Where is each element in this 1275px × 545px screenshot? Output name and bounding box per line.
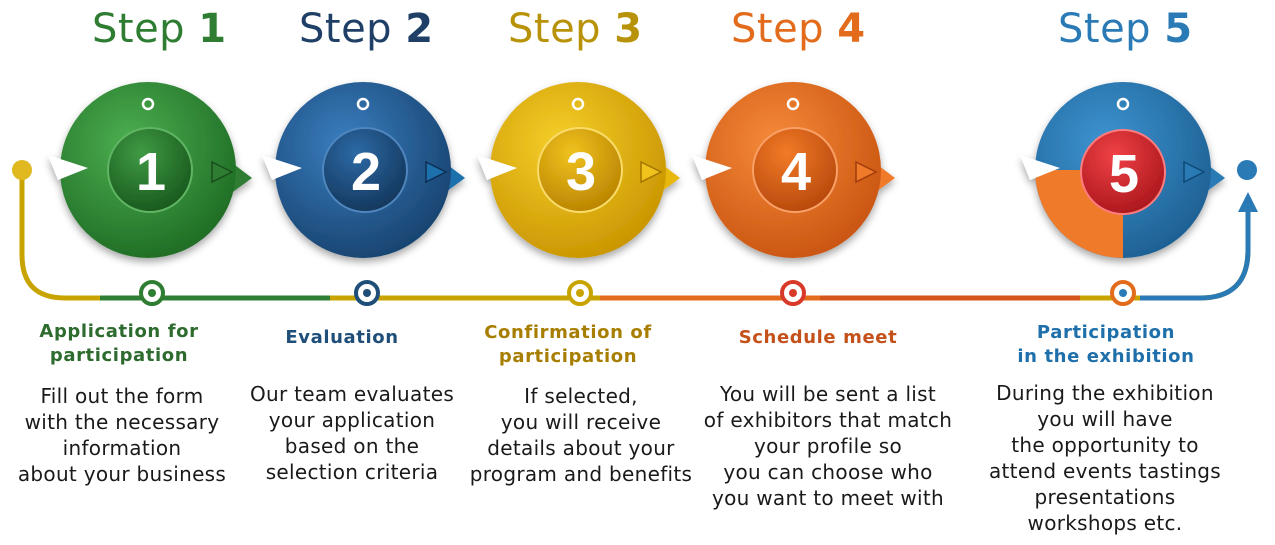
step-1-description-line: about your business	[17, 462, 227, 486]
step-3-heading: Step 3	[508, 6, 643, 52]
step-5-number: 5	[1164, 6, 1193, 52]
step-4-number: 4	[837, 6, 866, 52]
step-2-heading: Step 2	[299, 6, 434, 52]
step-3-description: If selected, you will receive details ab…	[461, 383, 701, 487]
step-4-description-line: You will be sent a list	[719, 382, 937, 406]
step-3-description-line: If selected,	[524, 384, 638, 408]
step-1-number: 1	[198, 6, 227, 52]
step-2-badge	[262, 82, 465, 258]
step-5-description: During the exhibition you will have the …	[975, 380, 1235, 536]
step-2-word: Step	[299, 6, 393, 52]
step-5-word: Step	[1058, 6, 1152, 52]
step-4-heading: Step 4	[731, 6, 866, 52]
timeline-knob-5	[1110, 280, 1136, 306]
step-3-word: Step	[508, 6, 602, 52]
step-1-word: Step	[92, 6, 186, 52]
step-5-badge	[1020, 82, 1225, 258]
step-1-title-line: Application for	[39, 321, 199, 342]
step-3-description-line: program and benefits	[469, 462, 693, 486]
step-5-description-line: you will have	[1037, 407, 1173, 431]
step-4-badge	[692, 82, 895, 258]
step-3-circle-number: 3	[566, 142, 596, 202]
step-3-description-line: details about your	[487, 436, 675, 460]
step-5-description-line: During the exhibition	[996, 381, 1214, 405]
step-3-title: Confirmation of participation	[468, 321, 668, 369]
step-3-title-line: participation	[498, 346, 638, 367]
step-2-description: Our team evaluates your application base…	[232, 381, 472, 485]
step-2-title-line: Evaluation	[285, 327, 399, 348]
step-1-title-line: participation	[49, 345, 189, 366]
step-5-description-line: workshops etc.	[1027, 511, 1183, 535]
step-2-title: Evaluation	[242, 326, 442, 350]
step-1-description-line: with the necessary	[24, 410, 220, 434]
step-5-title-line: Participation	[1036, 322, 1176, 343]
step-1-title: Application for participation	[19, 320, 219, 368]
step-5-description-line: presentations	[1034, 485, 1176, 509]
step-2-description-line: selection criteria	[265, 460, 439, 484]
step-5-title-line: in the exhibition	[1017, 346, 1195, 367]
step-5-circle-number: 5	[1109, 144, 1139, 204]
step-2-description-line: your application	[268, 408, 436, 432]
step-1-badge	[48, 82, 252, 258]
timeline-knob-4	[780, 280, 806, 306]
end-dot	[1237, 160, 1257, 180]
step-3-title-line: Confirmation of	[484, 322, 652, 343]
timeline-knob-1	[139, 280, 165, 306]
step-2-circle-number: 2	[351, 142, 381, 202]
timeline-segment-blue	[1140, 210, 1251, 301]
step-4-description-line: your profile so	[753, 434, 902, 458]
start-dot	[12, 160, 32, 180]
step-4-description-line: you want to meet with	[711, 486, 945, 510]
step-4-title-line: Schedule meet	[738, 327, 898, 348]
step-1-description-line: information	[62, 436, 182, 460]
step-5-description-line: the opportunity to	[1011, 433, 1199, 457]
step-4-description: You will be sent a list of exhibitors th…	[693, 381, 963, 511]
step-5-heading: Step 5	[1058, 6, 1193, 52]
step-2-number: 2	[405, 6, 434, 52]
timeline-knob-3	[567, 280, 593, 306]
step-1-heading: Step 1	[92, 6, 227, 52]
end-arrow-icon	[1238, 192, 1258, 212]
step-1-circle-number: 1	[136, 142, 166, 202]
step-3-badge	[477, 82, 680, 258]
step-1-description-line: Fill out the form	[40, 384, 204, 408]
step-5-title: Participation in the exhibition	[1006, 321, 1206, 369]
step-4-circle-number: 4	[781, 142, 811, 202]
timeline-knob-2	[354, 280, 380, 306]
step-4-description-line: you can choose who	[723, 460, 933, 484]
step-3-description-line: you will receive	[500, 410, 662, 434]
step-1-description: Fill out the form with the necessary inf…	[2, 383, 242, 487]
step-4-title: Schedule meet	[718, 326, 918, 350]
step-3-number: 3	[614, 6, 643, 52]
step-5-description-line: attend events tastings	[988, 459, 1222, 483]
step-4-word: Step	[731, 6, 825, 52]
step-2-description-line: based on the	[284, 434, 420, 458]
step-2-description-line: Our team evaluates	[249, 382, 455, 406]
step-4-description-line: of exhibitors that match	[703, 408, 953, 432]
